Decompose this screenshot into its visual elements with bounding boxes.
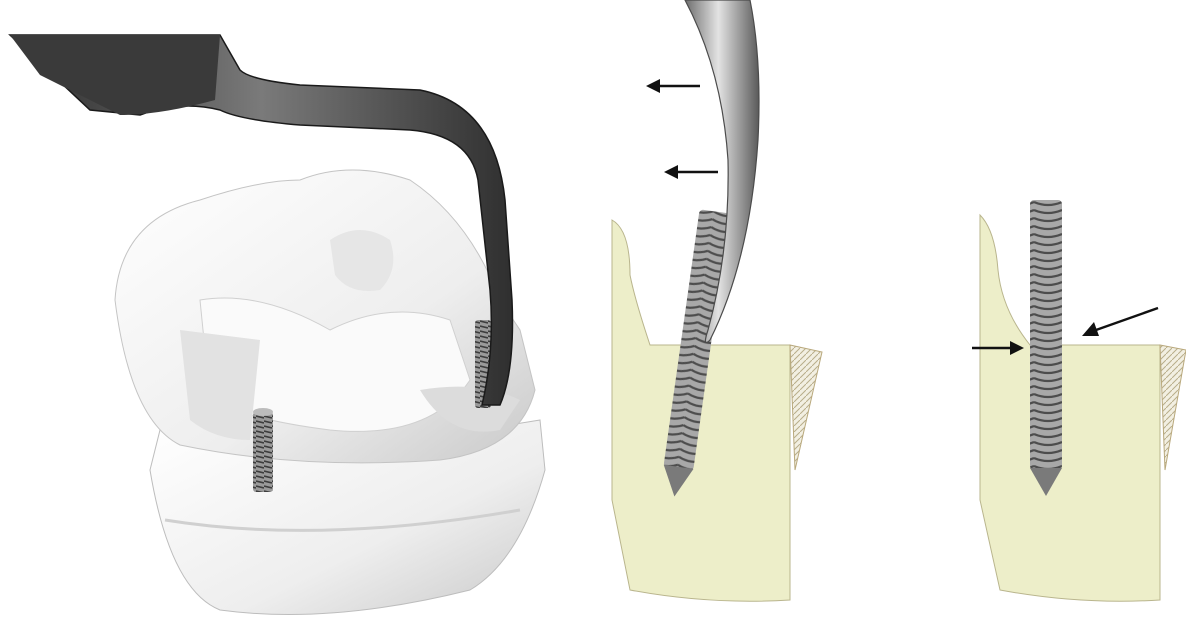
bending-diagram-drawing [590, 0, 850, 625]
model-photo [0, 0, 560, 625]
pin-left [253, 408, 273, 492]
gypsum-model [115, 170, 535, 463]
arrow-left-lower [664, 165, 718, 179]
screw [1030, 200, 1062, 496]
screw-diagram-drawing [950, 0, 1186, 625]
screw-diagram [950, 0, 1186, 625]
arrow-left-upper [646, 79, 700, 93]
bone-block [980, 215, 1186, 601]
arrow-diagonal-pointing [1082, 308, 1158, 336]
model-photo-drawing [0, 0, 560, 625]
bending-diagram [590, 0, 850, 625]
